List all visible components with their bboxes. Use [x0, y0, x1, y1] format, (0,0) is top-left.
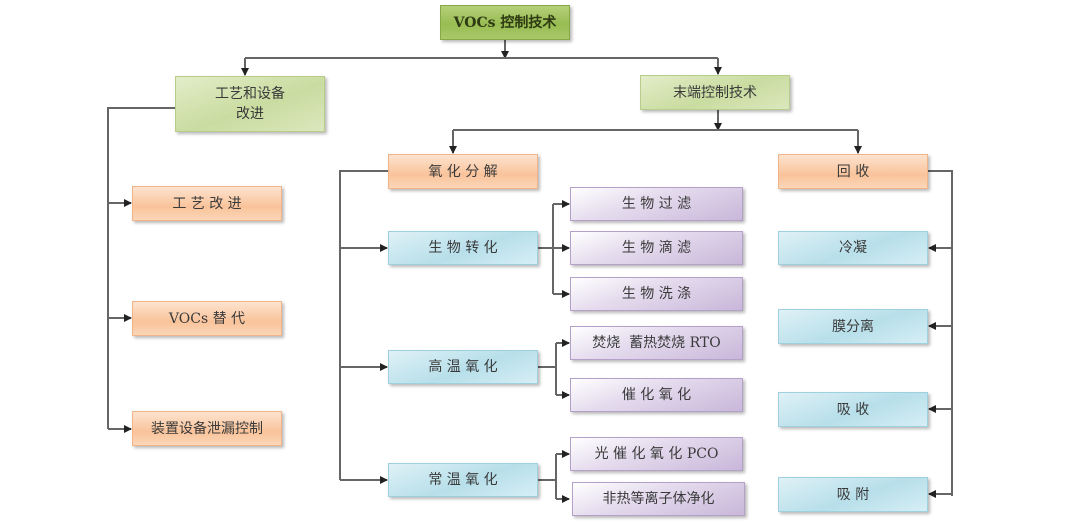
- submethod-node: 催 化 氧 化: [570, 378, 743, 412]
- oxidation-method-node: 高 温 氧 化: [388, 350, 538, 384]
- root-node-label: VOCs 控制技术: [453, 14, 557, 31]
- oxidation-decomposition-node: 氧 化 分 解: [388, 154, 538, 189]
- process-child-label: 装置设备泄漏控制: [151, 420, 263, 437]
- submethod-label: 焚烧 蓄热焚烧 RTO: [592, 335, 721, 351]
- end-of-pipe-label: 末端控制技术: [673, 84, 757, 101]
- submethod-node: 非热等离子体净化: [572, 482, 745, 516]
- submethod-node: 生 物 过 滤: [570, 187, 743, 221]
- submethod-node: 焚烧 蓄热焚烧 RTO: [570, 326, 743, 360]
- recovery-method-label: 膜分离: [832, 318, 874, 335]
- recovery-method-node: 吸 附: [778, 477, 928, 512]
- submethod-node: 光 催 化 氧 化 PCO: [570, 437, 743, 471]
- oxidation-method-label: 高 温 氧 化: [428, 359, 498, 375]
- oxidation-method-label: 常 温 氧 化: [428, 472, 498, 488]
- recovery-method-node: 吸 收: [778, 392, 928, 427]
- recovery-method-node: 冷凝: [778, 231, 928, 265]
- recovery-method-label: 冷凝: [839, 240, 867, 256]
- oxidation-method-node: 常 温 氧 化: [388, 463, 538, 497]
- submethod-node: 生 物 洗 涤: [570, 277, 743, 311]
- oxidation-method-node: 生 物 转 化: [388, 231, 538, 265]
- process-child-label: VOCs 替 代: [168, 310, 246, 327]
- process-improvement-label-line2: 改进: [236, 106, 264, 122]
- process-improvement-label-line1: 工艺和设备: [215, 86, 285, 102]
- recovery-node: 回 收: [778, 154, 928, 189]
- connector-oxidation-spine: [339, 170, 388, 480]
- submethod-label: 生 物 洗 涤: [621, 286, 692, 302]
- submethod-label: 催 化 氧 化: [621, 387, 692, 403]
- process-child-label: 工 艺 改 进: [172, 195, 242, 212]
- root-node: VOCs 控制技术: [440, 5, 570, 40]
- recovery-method-label: 吸 收: [836, 401, 870, 418]
- process-improvement-node: 工艺和设备 改进: [175, 76, 325, 132]
- oxidation-method-label: 生 物 转 化: [428, 240, 498, 256]
- submethod-node: 生 物 滴 滤: [570, 231, 743, 265]
- connector-process-spine: [107, 107, 175, 429]
- submethod-label: 生 物 过 滤: [621, 196, 692, 212]
- process-child-node: 工 艺 改 进: [132, 186, 282, 221]
- submethod-label: 生 物 滴 滤: [621, 240, 692, 256]
- process-child-node: 装置设备泄漏控制: [132, 411, 282, 446]
- oxidation-decomposition-label: 氧 化 分 解: [428, 163, 498, 180]
- submethod-label: 非热等离子体净化: [602, 491, 715, 507]
- recovery-method-label: 吸 附: [836, 486, 870, 503]
- recovery-method-node: 膜分离: [778, 309, 928, 344]
- submethod-label: 光 催 化 氧 化 PCO: [594, 446, 719, 462]
- process-child-node: VOCs 替 代: [132, 301, 282, 336]
- recovery-label: 回 收: [836, 163, 870, 180]
- connector-recovery-spine: [928, 170, 953, 496]
- end-of-pipe-node: 末端控制技术: [640, 75, 790, 110]
